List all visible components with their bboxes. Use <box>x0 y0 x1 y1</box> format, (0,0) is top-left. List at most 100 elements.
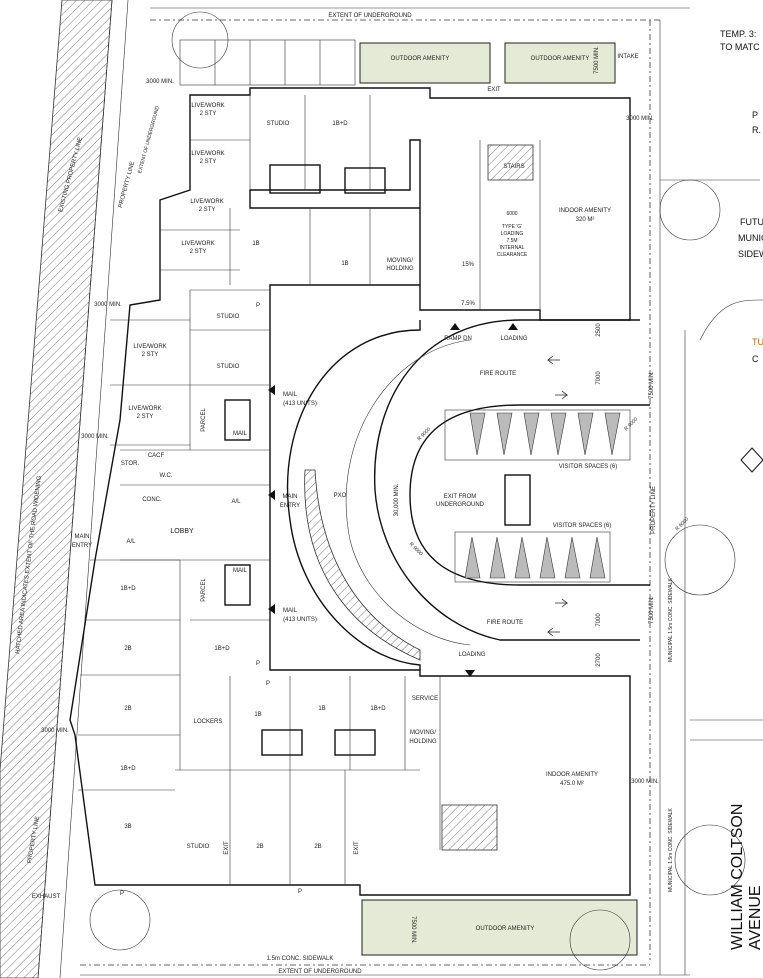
extent-underground-left-label: EXTENT OF UNDERGROUND <box>137 105 161 174</box>
visitor-stall-row-bottom <box>464 536 606 579</box>
dim-7500-bottom: 7500 MIN. <box>410 916 416 944</box>
main-entry-mid-2: ENTRY <box>280 503 300 509</box>
road-widening-hatch <box>0 0 113 978</box>
exhaust-label: EXHAUST <box>32 894 61 900</box>
lw-1: LIVE/WORK <box>191 103 224 109</box>
outdoor-amenity-2-label: OUTDOOR AMENITY <box>531 56 590 62</box>
unit-1b-c: 1B <box>254 712 261 718</box>
service: SERVICE <box>412 696 438 702</box>
loading-6000: 6000 <box>506 211 517 217</box>
dim-2500: 2500 <box>596 323 602 337</box>
unit-2b-a: 2B <box>124 646 131 652</box>
unit-studio-c: STUDIO <box>187 844 210 850</box>
loading-bottom: LOADING <box>458 652 485 658</box>
lw-6: LIVE/WORK <box>128 406 161 412</box>
outdoor-amenity-3 <box>361 899 638 956</box>
dim-3000-d: 3000 MIN. <box>41 728 69 734</box>
lw-5: LIVE/WORK <box>133 344 166 350</box>
ramp-75: 7.5% <box>461 301 475 307</box>
right-label-munic: MUNIC <box>738 233 763 243</box>
mail-413-b: MAIL <box>283 608 298 614</box>
exit-underground-2: UNDERGROUND <box>436 502 485 508</box>
unit-1bd-d: 1B+D <box>370 706 386 712</box>
lw-2b: 2 STY <box>200 159 217 165</box>
exit-b: EXIT <box>354 841 360 855</box>
cacf: CACF <box>148 453 165 459</box>
radius-9000-c: R 9000 <box>623 416 639 432</box>
extent-underground-bottom: EXTENT OF UNDERGROUND <box>278 969 362 975</box>
right-label-futu: FUTU <box>740 217 763 227</box>
dim-7500-top: 7500 MIN. <box>594 46 600 74</box>
parking-p-5: P <box>298 889 302 895</box>
building-outline <box>69 87 631 896</box>
indoor-amenity-top-area: 320 M² <box>576 217 595 223</box>
lw-2: LIVE/WORK <box>191 151 224 157</box>
dim-3000-c: 3000 MIN. <box>81 434 109 440</box>
lw-5b: 2 STY <box>142 352 159 358</box>
parking-p-2: P <box>256 661 260 667</box>
main-entry-left: MAIN <box>75 534 90 540</box>
holding-bottom: HOLDING <box>409 739 437 745</box>
lobby: LOBBY <box>170 528 194 535</box>
lw-4: LIVE/WORK <box>181 241 214 247</box>
unit-studio-b: STUDIO <box>217 364 240 370</box>
temp-note-1: TEMP. 3: <box>720 29 756 39</box>
conc: CONC. <box>142 497 162 503</box>
dim-3000-b: 3000 MIN. <box>94 302 122 308</box>
moving-bottom: MOVING/ <box>410 730 436 736</box>
ramp-down: RAMP DN <box>444 336 472 342</box>
parking-p-4: P <box>120 891 124 897</box>
mail-413-a2: (413 UNITS) <box>283 401 317 407</box>
unit-2b-c: 2B <box>256 844 263 850</box>
temp-note-2: TO MATC <box>720 42 760 52</box>
dim-3000-a: 3000 MIN. <box>146 79 174 85</box>
parcel-a: PARCEL <box>201 408 207 432</box>
unit-2b-d: 2B <box>314 844 321 850</box>
parcel-b: PARCEL <box>201 578 207 602</box>
unit-3b: 3B <box>124 824 131 830</box>
unit-1bd-top: 1B+D <box>332 121 348 127</box>
lw-4b: 2 STY <box>190 249 207 255</box>
street-type: AVENUE <box>747 885 763 950</box>
fire-route-bottom: FIRE ROUTE <box>487 620 523 626</box>
unit-1bd-a: 1B+D <box>214 646 230 652</box>
indoor-amenity-bottom-label: INDOOR AMENITY <box>546 772 598 778</box>
unit-1b-b: 1B <box>341 261 348 267</box>
ramp-15: 15% <box>462 262 475 268</box>
loading-note-2: LOADING <box>501 231 524 237</box>
dim-3000-f: 3000 MIN. <box>631 779 659 785</box>
property-line-left-label: PROPERTY LINE <box>118 161 136 209</box>
unit-2b-b: 2B <box>124 706 131 712</box>
exit-underground-1: EXIT FROM <box>444 494 477 500</box>
dim-7500-mid: 7500 MIN. <box>649 371 655 399</box>
right-label-c: C <box>752 354 759 364</box>
intake-label: INTAKE <box>617 54 638 60</box>
sidewalk-right-2: MUNICIPAL 1.5m CONC. SIDEWALK <box>668 807 674 891</box>
holding-top: HOLDING <box>386 266 414 272</box>
unit-1bd-b: 1B+D <box>120 586 136 592</box>
indoor-amenity-bottom-area: 475.0 M² <box>560 781 584 787</box>
visitor-spaces-top: VISITOR SPACES (6) <box>559 464 617 470</box>
outdoor-amenity-1-label: OUTDOOR AMENITY <box>391 56 450 62</box>
outdoor-amenity-1 <box>359 42 491 84</box>
loading-note-1: TYPE 'G' <box>502 224 522 230</box>
al-a: A/L <box>231 499 241 505</box>
exit-a: EXIT <box>224 841 230 855</box>
main-entry-left-2: ENTRY <box>72 543 92 549</box>
visitor-spaces-bottom: VISITOR SPACES (6) <box>553 523 611 529</box>
main-entry-mid: MAIN <box>283 494 298 500</box>
unit-1b-a: 1B <box>252 241 259 247</box>
lw-3b: 2 STY <box>199 207 216 213</box>
al-b: A/L <box>126 539 136 545</box>
parking-p-3: P <box>266 681 270 687</box>
fire-route-top: FIRE ROUTE <box>480 371 516 377</box>
mail-b: MAIL <box>233 568 248 574</box>
dim-7000-b: 7000 <box>596 613 602 627</box>
unit-studio-top: STUDIO <box>267 121 290 127</box>
moving-top: MOVING/ <box>387 258 413 264</box>
storage: STOR. <box>121 461 140 467</box>
unit-studio-a: STUDIO <box>217 314 240 320</box>
mail-413-b2: (413 UNITS) <box>283 617 317 623</box>
parking-p-1: P <box>256 303 260 309</box>
mail-413-a: MAIL <box>283 392 298 398</box>
